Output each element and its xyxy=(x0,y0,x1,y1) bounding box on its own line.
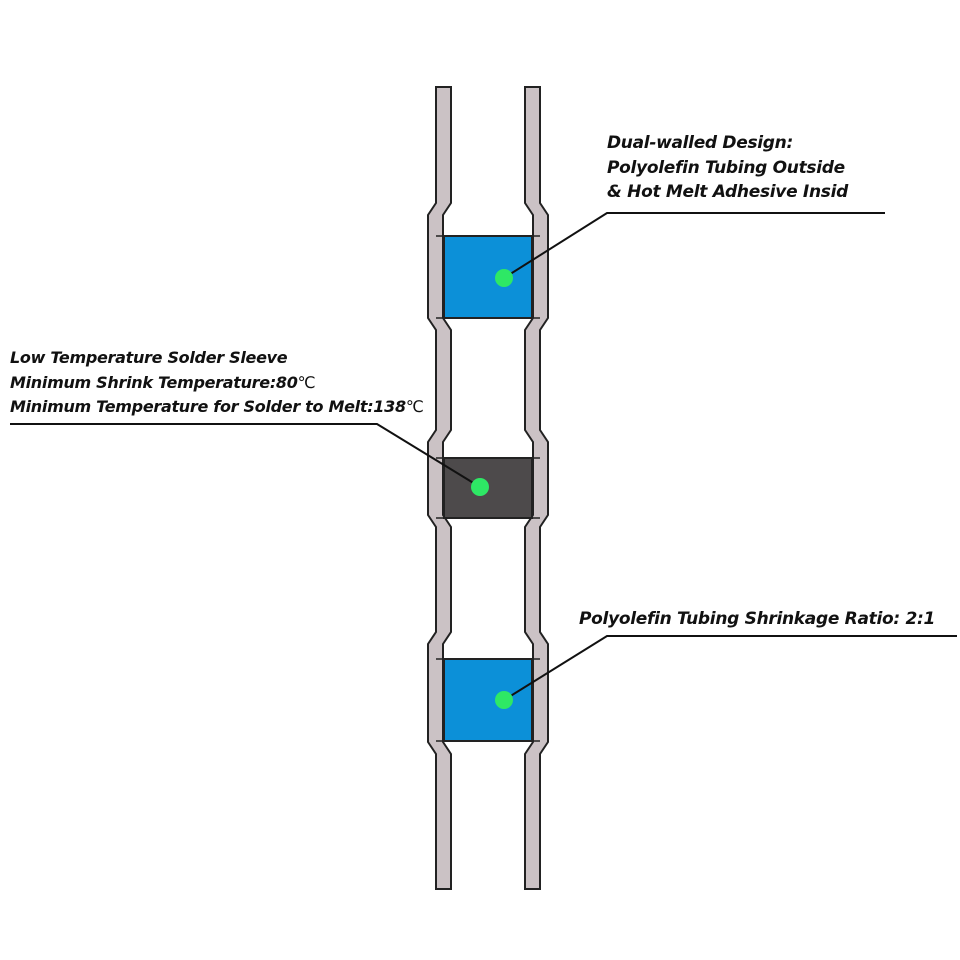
upper-sealing-ring xyxy=(443,235,533,319)
tube-wall-left xyxy=(427,86,452,890)
celsius-unit: ℃ xyxy=(405,397,424,416)
lower-sealing-ring xyxy=(443,658,533,742)
callout-line: Polyolefin Tubing Outside xyxy=(607,157,845,178)
marker-dot xyxy=(471,478,489,496)
callout-line-melt-temp: Minimum Temperature for Solder to Melt:1… xyxy=(10,395,424,420)
callout-line-shrink-temp: Minimum Shrink Temperature:80℃ xyxy=(10,371,423,396)
marker-dot xyxy=(495,269,513,287)
marker-dot xyxy=(495,691,513,709)
callout-solder-sleeve: Low Temperature Solder Sleeve Minimum Sh… xyxy=(10,346,424,420)
callout-dual-wall-design: Dual-walled Design: Polyolefin Tubing Ou… xyxy=(607,131,848,205)
leader-line-bottom xyxy=(503,635,957,701)
callout-line: Dual-walled Design: xyxy=(607,133,793,153)
leader-line-top xyxy=(503,212,885,279)
tube-wall-right xyxy=(524,86,549,890)
leader-line-middle xyxy=(10,423,481,488)
callout-line: & Hot Melt Adhesive Insid xyxy=(607,182,848,202)
callout-line: Polyolefin Tubing Shrinkage Ratio: 2:1 xyxy=(579,609,936,629)
melt-temp-text: Minimum Temperature for Solder to Melt:1… xyxy=(10,397,406,416)
shrink-temp-text: Minimum Shrink Temperature:80 xyxy=(10,372,298,392)
celsius-unit: ℃ xyxy=(297,372,316,392)
callout-line: Low Temperature Solder Sleeve xyxy=(10,348,288,367)
callout-shrinkage-ratio: Polyolefin Tubing Shrinkage Ratio: 2:1 xyxy=(579,607,935,632)
